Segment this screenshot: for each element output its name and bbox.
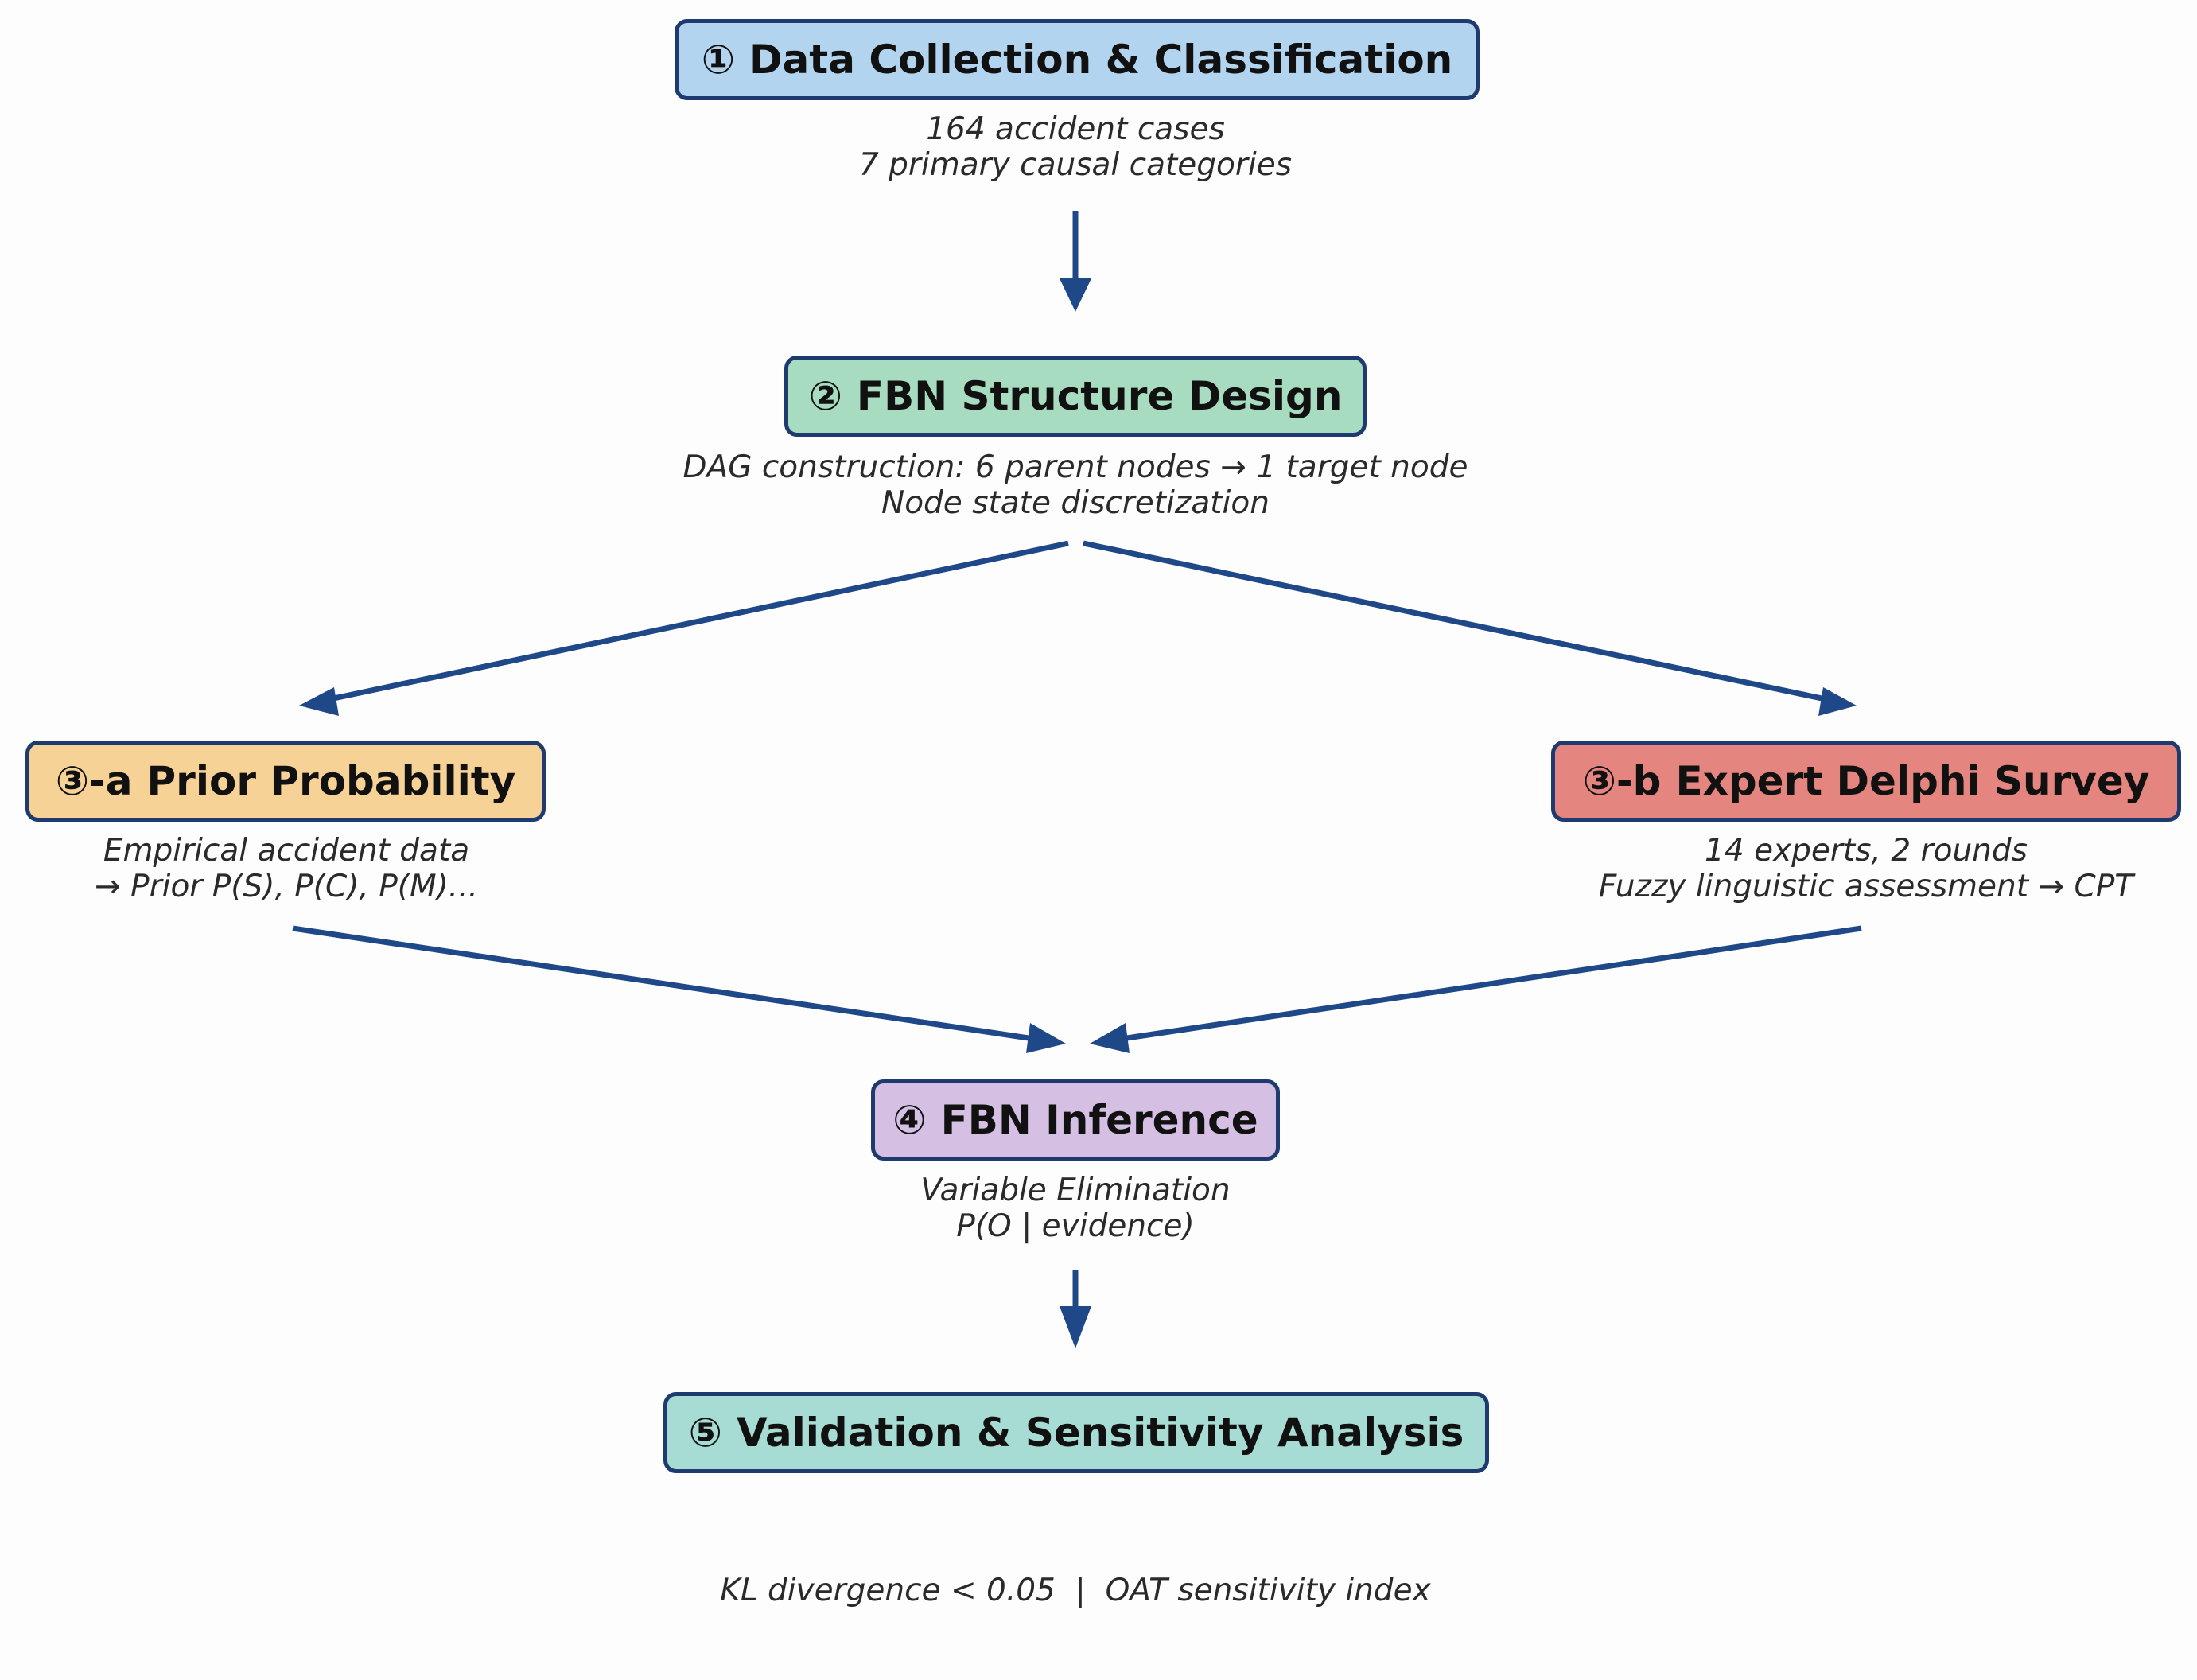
node-expert-delphi-survey: ③-b Expert Delphi Survey	[1551, 741, 2181, 822]
description-line: 14 experts, 2 rounds	[1705, 833, 2028, 869]
node-fbn-inference: ④ FBN Inference	[871, 1079, 1280, 1161]
node-title: Prior Probability	[146, 758, 516, 804]
description-line: 7 primary causal categories	[858, 147, 1293, 183]
arrow-step4-to-step5	[1060, 1270, 1091, 1348]
arrow-step1-to-step2	[1060, 211, 1091, 312]
arrow-step2-to-step3b	[1083, 540, 1857, 716]
node-fbn-structure-design: ② FBN Structure Design	[784, 356, 1367, 437]
description-line: Fuzzy linguistic assessment → CPT	[1598, 869, 2134, 904]
node-description: 14 experts, 2 rounds Fuzzy linguistic as…	[1548, 833, 2184, 904]
step-number: ⑤	[688, 1410, 722, 1456]
arrow-step3a-to-step4	[292, 925, 1066, 1053]
node-title: FBN Inference	[940, 1097, 1258, 1143]
node-description: Empirical accident data → Prior P(S), P(…	[48, 833, 525, 904]
node-prior-probability: ③-a Prior Probability	[25, 741, 546, 822]
step-number: ③-a	[55, 758, 133, 804]
node-title: Data Collection & Classification	[749, 37, 1453, 83]
description-line: Empirical accident data	[103, 833, 470, 869]
description-line: Variable Elimination	[920, 1172, 1231, 1208]
description-line: DAG construction: 6 parent nodes → 1 tar…	[682, 449, 1468, 485]
description-line: Node state discretization	[881, 485, 1270, 521]
node-title: Validation & Sensitivity Analysis	[736, 1410, 1464, 1456]
arrow-layer	[292, 211, 1862, 1348]
step-number: ③-b	[1582, 758, 1662, 804]
node-description: DAG construction: 6 parent nodes → 1 tar…	[598, 449, 1553, 521]
step-number: ①	[701, 37, 736, 83]
arrow-step3b-to-step4	[1090, 925, 1862, 1053]
node-title: FBN Structure Design	[856, 373, 1343, 419]
description-line: → Prior P(S), P(C), P(M)...	[94, 869, 478, 904]
arrow-step2-to-step3a	[299, 540, 1069, 716]
node-validation-sensitivity: ⑤ Validation & Sensitivity Analysis	[663, 1392, 1489, 1473]
flowchart-canvas: ① Data Collection & Classification 164 a…	[25, 19, 2184, 1608]
node-description: KL divergence < 0.05 | OAT sensitivity i…	[638, 1501, 1513, 1680]
description-line: KL divergence < 0.05 | OAT sensitivity i…	[720, 1573, 1431, 1608]
node-title: Expert Delphi Survey	[1675, 758, 2150, 804]
node-description: Variable Elimination P(O | evidence)	[837, 1172, 1314, 1244]
node-data-collection: ① Data Collection & Classification	[675, 19, 1480, 100]
step-number: ④	[892, 1097, 927, 1143]
node-description: 164 accident cases 7 primary causal cate…	[678, 111, 1473, 183]
description-line: P(O | evidence)	[956, 1208, 1195, 1244]
description-line: 164 accident cases	[926, 111, 1225, 147]
step-number: ②	[808, 373, 842, 419]
